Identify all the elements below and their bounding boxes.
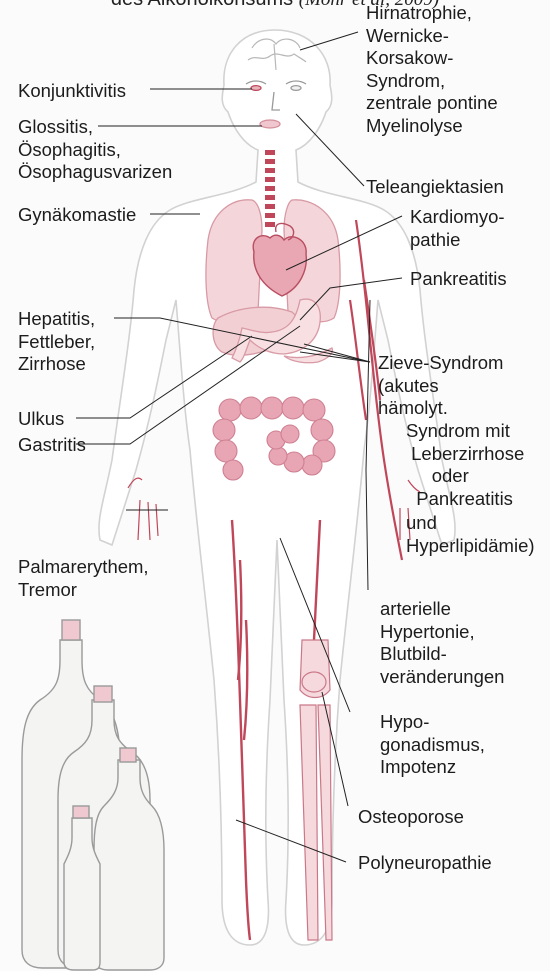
label-palmarerythem: Palmarerythem, Tremor	[18, 556, 149, 601]
label-hypertonie: arterielle Hypertonie, Blutbild- verände…	[380, 598, 504, 688]
esophagus-icon	[265, 150, 275, 227]
label-ulkus: Ulkus	[18, 408, 64, 431]
label-teleangiektasien: Teleangiektasien	[366, 176, 504, 199]
label-konjunktivitis: Konjunktivitis	[18, 80, 126, 103]
label-gastritis: Gastritis	[18, 434, 86, 457]
label-hirnatrophie: Hirnatrophie, Wernicke- Korsakow- Syndro…	[366, 2, 498, 137]
bottles-icon	[22, 620, 164, 970]
label-pankreatitis: Pankreatitis	[410, 268, 507, 291]
label-hepatitis: Hepatitis, Fettleber, Zirrhose	[18, 308, 95, 376]
label-polyneuropathie: Polyneuropathie	[358, 852, 492, 875]
label-hypogonadismus: Hypo- gonadismus, Impotenz	[380, 711, 485, 779]
label-gynaekomastie: Gynäkomastie	[18, 204, 136, 227]
label-zieve-syndrom: Zieve-Syndrom (akutes hämolyt.	[378, 352, 503, 420]
label-glossitis: Glossitis, Ösophagitis, Ösophagusvarizen	[18, 116, 172, 184]
label-kardiomyopathie: Kardiomyo- pathie	[410, 206, 505, 251]
label-osteoporose: Osteoporose	[358, 806, 464, 829]
label-zieve-syndrom-detail: Syndrom mit Leberzirrhose oder Pankreati…	[406, 420, 524, 510]
label-zieve-syndrom-end: und Hyperlipidämie)	[406, 512, 535, 557]
